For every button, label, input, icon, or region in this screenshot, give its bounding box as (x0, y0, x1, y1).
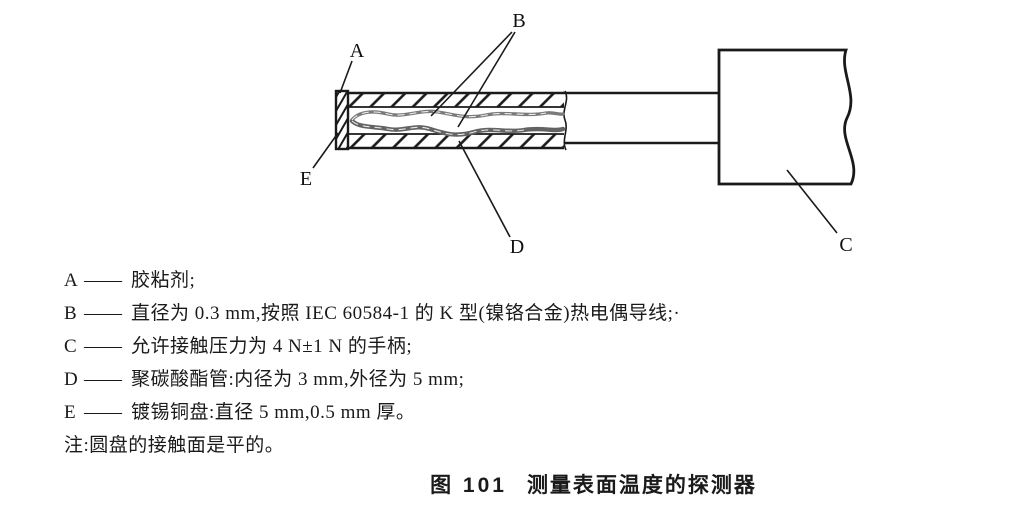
legend-text: 聚碳酸酯管:内径为 3 mm,外径为 5 mm; (131, 369, 465, 390)
diagram-label-a: A (350, 40, 365, 62)
probe-diagram: A B C D E (300, 10, 856, 258)
legend-letter: A (64, 270, 79, 291)
legend-letter: E (64, 402, 77, 423)
thermocouple-wire-lower (349, 118, 566, 137)
legend-item-c: C —— 允许接触压力为 4 N±1 N 的手柄; (64, 330, 1012, 363)
legend-dash: —— (84, 402, 122, 423)
leader-line-e (312, 132, 339, 169)
leader-line-d (458, 140, 511, 238)
legend-text: 直径为 0.3 mm,按照 IEC 60584-1 的 K 型(镍铬合金)热电偶… (131, 303, 681, 324)
leader-line-b1 (430, 31, 513, 117)
thermocouple-wires (349, 109, 566, 137)
legend-dash: —— (84, 303, 122, 324)
probe-diagram-svg: A B C D E (300, 10, 856, 258)
legend-item-d: D—— 聚碳酸酯管:内径为 3 mm,外径为 5 mm; (64, 363, 1012, 396)
legend-letter: B (64, 303, 78, 324)
leader-line-a (339, 60, 353, 94)
legend-text: 胶粘剂; (131, 270, 196, 291)
figure-title: 测量表面温度的探测器 (526, 474, 757, 497)
diagram-label-e: E (300, 168, 312, 190)
legend-item-a: A—— 胶粘剂; (64, 264, 1012, 297)
legend-text: 镀锡铜盘:直径 5 mm,0.5 mm 厚。 (131, 402, 416, 423)
legend-dash: —— (84, 336, 122, 357)
figure-legend: A——胶粘剂; B——直径为 0.3 mm,按照 IEC 60584-1 的 K… (64, 264, 1012, 462)
figure-number: 图 101 (430, 474, 507, 497)
legend-dash: —— (84, 369, 122, 390)
wire-highlight-upper (351, 110, 547, 121)
leader-lines (312, 31, 838, 238)
legend-item-e: E —— 镀锡铜盘:直径 5 mm,0.5 mm 厚。 (64, 396, 1012, 429)
handle-shape (717, 48, 856, 186)
legend-letter: C (64, 336, 78, 357)
diagram-label-b: B (512, 10, 525, 32)
tube-lower-wall (347, 134, 564, 148)
tube-upper-wall (347, 93, 564, 107)
legend-dash: —— (84, 270, 122, 291)
wire-highlight-lower (351, 120, 525, 136)
legend-letter: D (64, 369, 79, 390)
tube-plain-section (563, 91, 720, 145)
figure-note: 注:圆盘的接触面是平的。 (64, 435, 285, 456)
leader-line-c (786, 169, 838, 234)
legend-item-b: B —— 直径为 0.3 mm,按照 IEC 60584-1 的 K 型(镍铬合金)… (64, 297, 1012, 330)
copper-disc (334, 89, 350, 151)
tube-cross-section (347, 90, 568, 151)
diagram-label-c: C (839, 234, 852, 256)
figure-caption: 图 101 测量表面温度的探测器 (0, 469, 1012, 499)
leader-line-b2 (457, 31, 516, 128)
legend-text: 允许接触压力为 4 N±1 N 的手柄; (131, 336, 413, 357)
diagram-label-d: D (510, 236, 524, 258)
tube-break-line (563, 90, 568, 151)
